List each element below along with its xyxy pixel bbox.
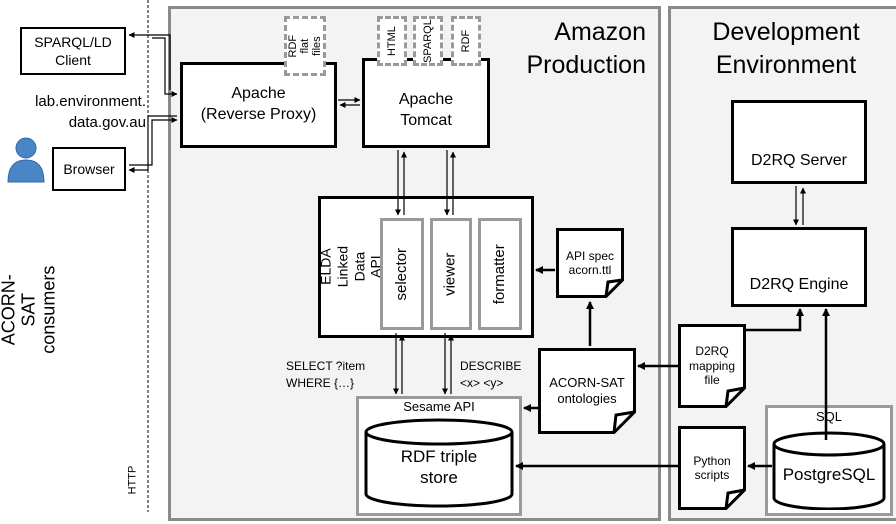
sparql-ld-client-box: SPARQL/LD Client — [20, 27, 126, 75]
formatter-label: formatter — [490, 243, 508, 305]
rdf-triple-store-cylinder: RDF triple store — [364, 418, 514, 508]
rdf-flat-files-label: RDF flat files — [286, 34, 324, 58]
viewer-component: viewer — [430, 218, 472, 330]
rdf-output-label: RDF — [459, 29, 472, 53]
api-spec-label: API spec acorn.ttl — [565, 248, 615, 277]
apache-tomcat-box: Apache Tomcat — [362, 58, 490, 148]
apache-reverse-proxy-label: Apache (Reverse Proxy) — [200, 85, 317, 123]
rdf-output-box: RDF — [451, 16, 481, 66]
python-scripts-label: Python scripts — [693, 453, 731, 482]
amazon-production-title: Amazon Production — [526, 18, 646, 79]
select-query-label: SELECT ?item WHERE {…} — [286, 359, 366, 391]
apache-tomcat-label: Apache Tomcat — [398, 91, 454, 129]
d2rq-server-label: D2RQ Server — [750, 152, 848, 169]
sparql-output-box: SPARQL — [413, 16, 443, 66]
api-spec-document: API spec acorn.ttl — [556, 228, 624, 298]
d2rq-engine-label: D2RQ Engine — [749, 276, 849, 293]
acorn-sat-consumers-label: ACORN-SAT consumers — [0, 265, 58, 355]
sparql-output-label: SPARQL — [421, 19, 434, 63]
html-output-box: HTML — [377, 16, 407, 66]
python-scripts-document: Python scripts — [678, 426, 746, 510]
domain-label: lab.environment. data.gov.au — [35, 93, 146, 131]
acorn-sat-ontologies-document: ACORN-SAT ontologies — [538, 348, 636, 434]
sesame-api-label: Sesame API — [403, 399, 475, 414]
elda-linked-data-api-label: ELDA Linked Data API — [317, 246, 384, 288]
d2rq-engine-box: D2RQ Engine — [731, 227, 867, 307]
selector-component: selector — [380, 218, 424, 330]
d2rq-mapping-file-document: D2RQ mapping file — [678, 324, 746, 408]
development-environment-title: Development Environment — [712, 18, 860, 79]
apache-reverse-proxy-box: Apache (Reverse Proxy) — [180, 62, 337, 148]
viewer-label: viewer — [441, 252, 459, 296]
formatter-component: formatter — [478, 218, 522, 330]
acorn-sat-ontologies-label: ACORN-SAT ontologies — [549, 375, 625, 406]
rdf-flat-files-box: RDF flat files — [284, 16, 326, 76]
sparql-ld-client-label: SPARQL/LD Client — [34, 33, 112, 68]
http-label: HTTP — [125, 465, 138, 495]
selector-label: selector — [392, 247, 410, 301]
d2rq-mapping-file-label: D2RQ mapping file — [688, 344, 736, 388]
browser-box: Browser — [52, 147, 126, 191]
sql-label: SQL — [815, 409, 842, 424]
html-output-label: HTML — [385, 26, 398, 56]
postgresql-cylinder: PostgreSQL — [772, 430, 886, 510]
browser-label: Browser — [63, 161, 115, 177]
rdf-triple-store-label: RDF triple store — [400, 447, 478, 488]
d2rq-server-box: D2RQ Server — [731, 100, 867, 184]
postgresql-label: PostgreSQL — [782, 465, 876, 484]
describe-query-label: DESCRIBE <x> <y> — [460, 359, 522, 391]
